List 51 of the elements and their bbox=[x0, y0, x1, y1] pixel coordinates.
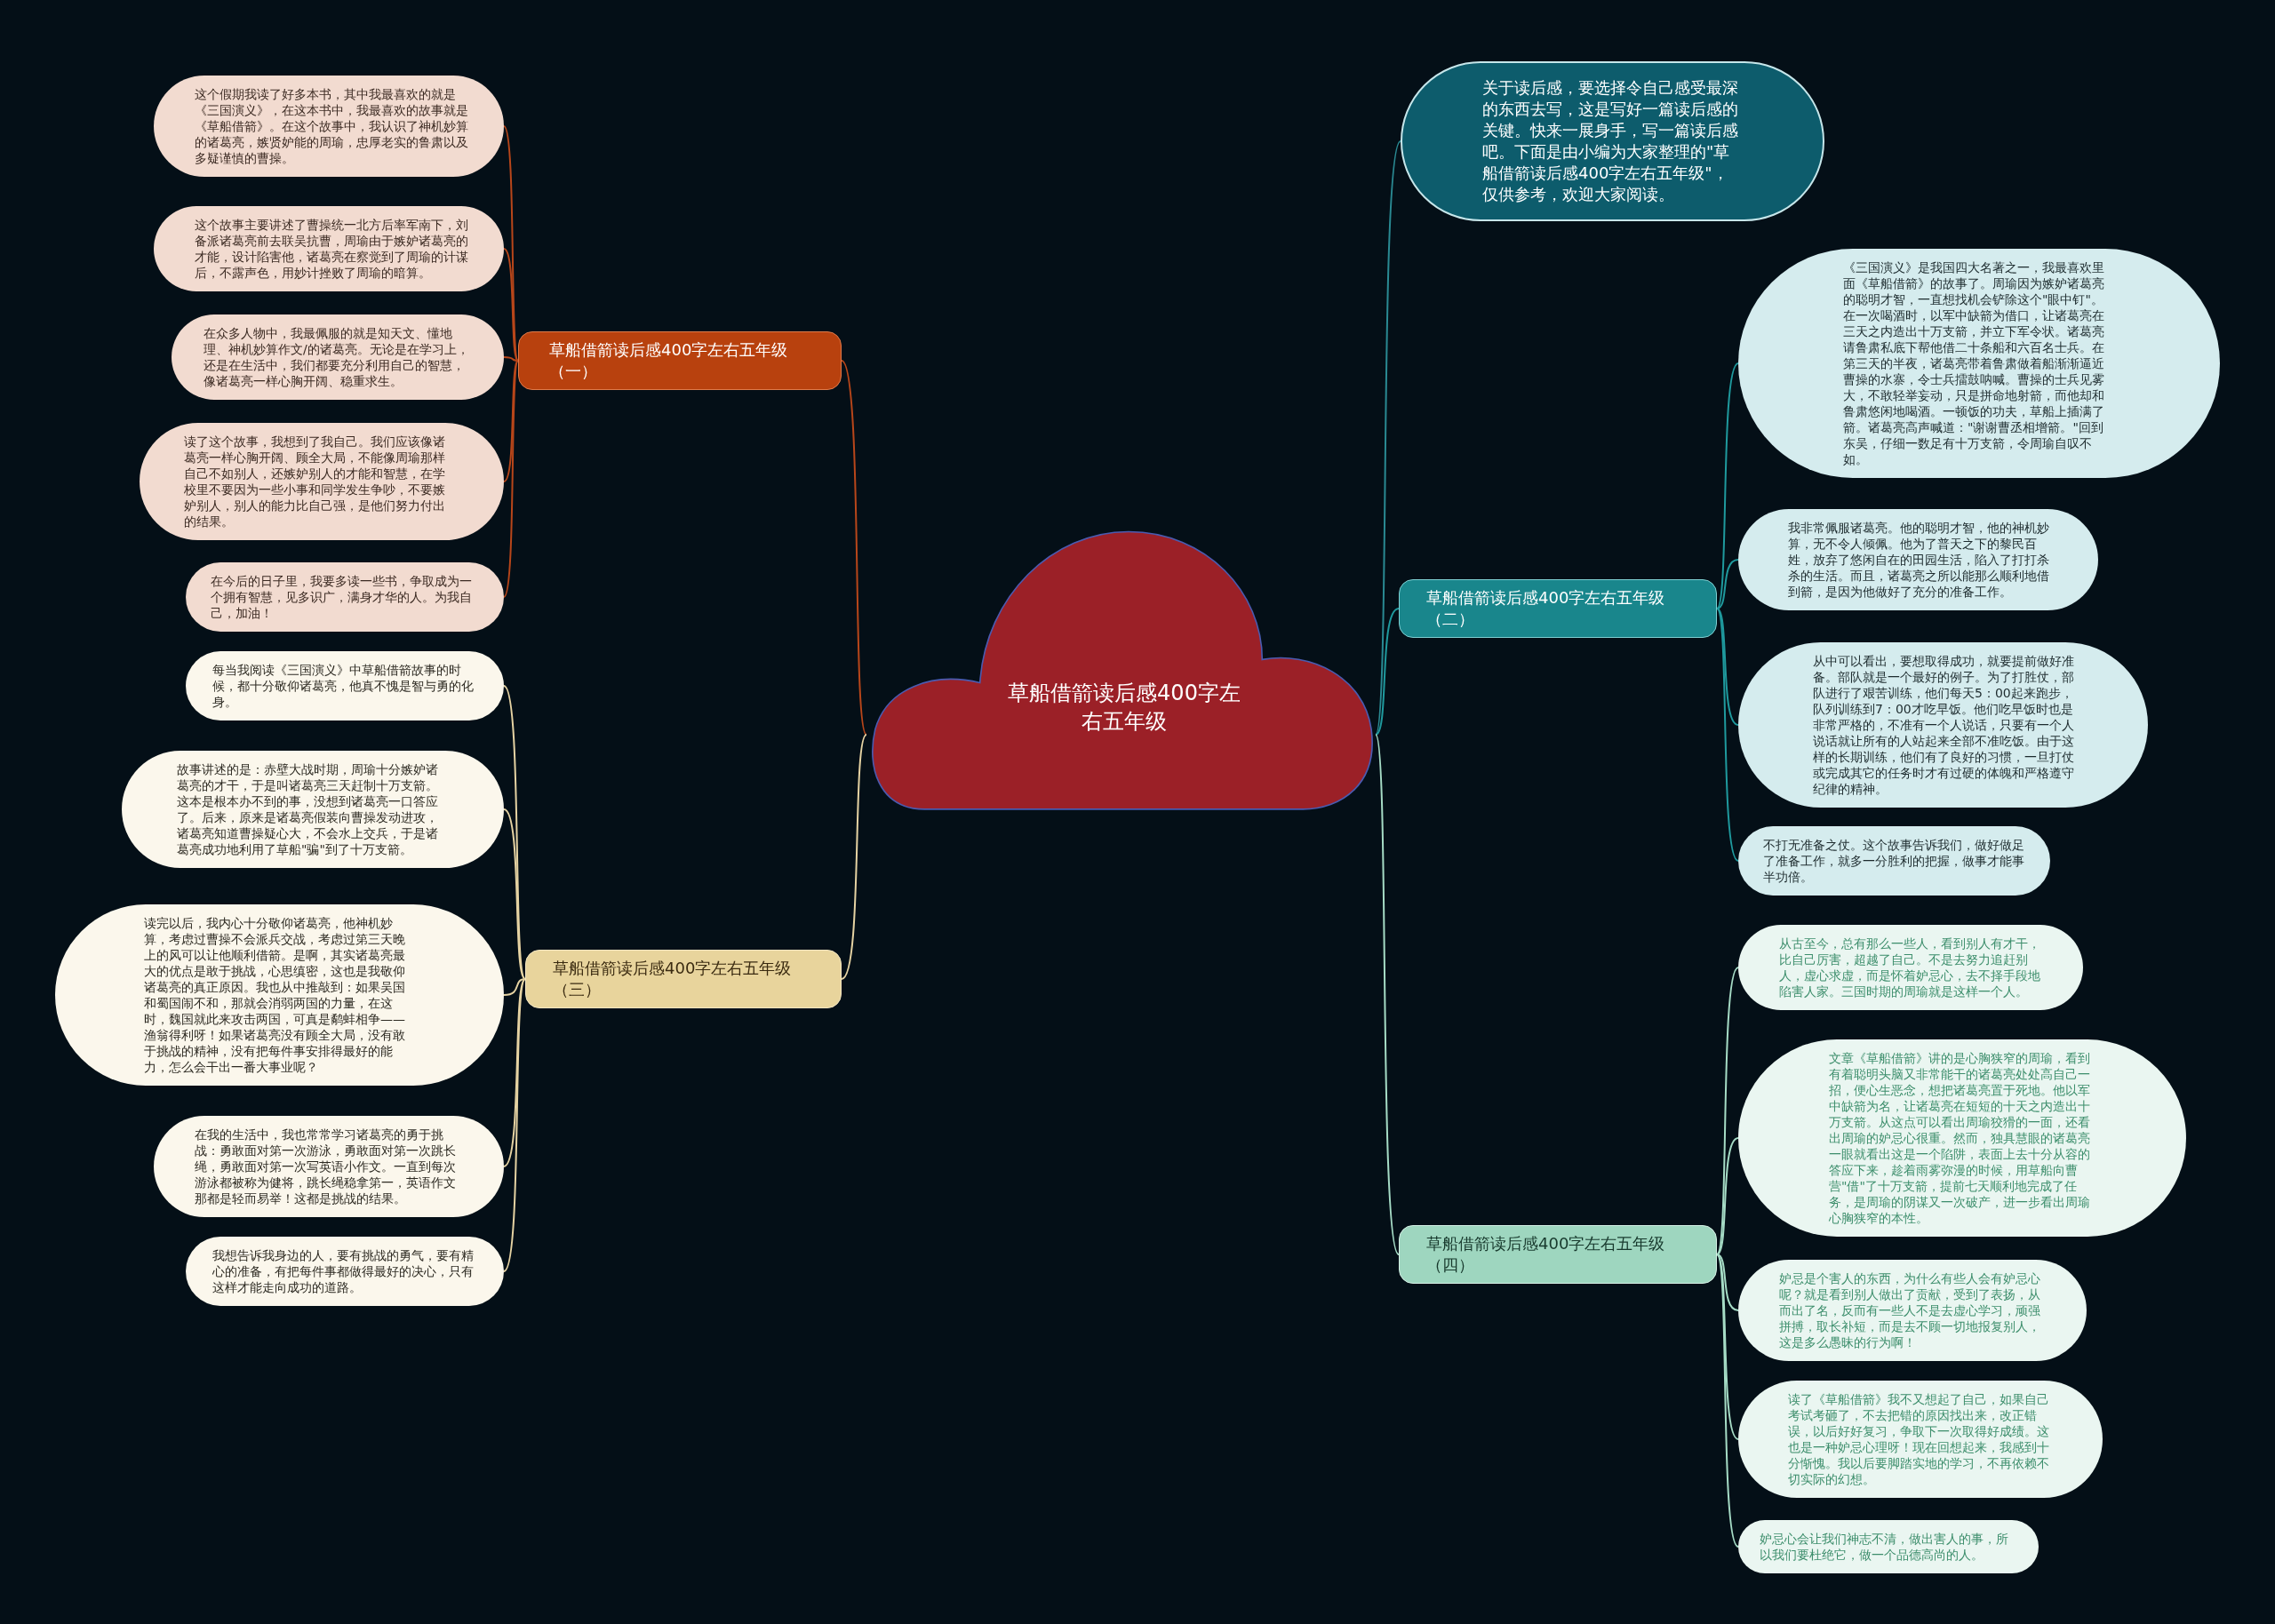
note-text: 我非常佩服诸葛亮。他的聪明才智，他的神机妙算，无不令人倾佩。他为了普天之下的黎民百姓，放弃了悠闲自在的田园生活，陷入了打打杀杀的生活。而且，诸葛亮之所以能那么顺利地借到箭，是因为他做好了充分的准备工作。 bbox=[1788, 520, 2050, 600]
connector-line bbox=[503, 685, 526, 980]
connector-line bbox=[1716, 362, 1739, 609]
connector-line bbox=[841, 733, 867, 980]
note-text: 这个假期我读了好多本书，其中我最喜欢的就是《三国演义》，在这本书中，我最喜欢的故事就是《草船借箭》。在这个故事中，我认识了神机妙算的诸葛亮，嫉贤妒能的周瑜，忠厚老实的鲁肃以及多疑谨慎的曹操。 bbox=[195, 86, 469, 166]
connector-line bbox=[1375, 140, 1401, 736]
connector-line bbox=[503, 978, 526, 996]
branch-title: 草船借箭读后感400字左右五年级（一） bbox=[549, 339, 789, 382]
connector-line bbox=[1716, 608, 1739, 862]
note-text: 在众多人物中，我最佩服的就是知天文、懂地理、神机妙算作文/的诸葛亮。无论是在学习上，还是在生活中，我们都要充分利用自己的智慧，像诸葛亮一样心胸开阔、稳重求生。 bbox=[204, 325, 470, 389]
branch-title: 草船借箭读后感400字左右五年级（二） bbox=[1426, 587, 1666, 630]
note-text: 《三国演义》是我国四大名著之一，我最喜欢里面《草船借箭》的故事了。周瑜因为嫉妒诸葛亮的聪明才智，一直想找机会铲除这个"眼中钉"。在一次喝酒时，以军中缺箭为借口，让诸葛亮在三天之内造出十万支箭，并立下军令状。诸葛亮请鲁肃私底下帮他借二十条船和六百名士兵。在第三天的半夜，诸葛亮带着鲁肃做着船渐渐逼近曹操的水寨，令士兵擂鼓呐喊。曹操的士兵见雾大，不敢轻举妄动，只是拼命地射箭，而他却和鲁肃悠闲地喝酒。一顿饭的功夫，草船上插满了箭。诸葛亮高声喊道："谢谢曹丞相增箭。"回到东吴，仔细一数足有十万支箭，令周瑜自叹不如。 bbox=[1843, 259, 2105, 467]
connector-line bbox=[1375, 733, 1400, 1255]
branch-topic bbox=[518, 331, 842, 390]
connector-line bbox=[1716, 1137, 1739, 1255]
note-text: 关于读后感，要选择令自己感受最深的东西去写，这是写好一篇读后感的关键。快来一展身手，写一篇读后感吧。下面是由小编为大家整理的"草船借箭读后感400字左右五年级"，仅供参考，欢迎大家阅读。 bbox=[1482, 77, 1739, 205]
note-bubble bbox=[1738, 1520, 2039, 1573]
note-text: 故事讲述的是：赤壁大战时期，周瑜十分嫉妒诸葛亮的才干，于是叫诸葛亮三天赶制十万支箭。这本是根本办不到的事，没想到诸葛亮一口答应了。后来，原来是诸葛亮假装向曹操发动进攻，诸葛亮知道曹操疑心大，不会水上交兵，于是诸葛亮成功地利用了草船"骗"到了十万支箭。 bbox=[177, 761, 439, 857]
note-text: 在我的生活中，我也常常学习诸葛亮的勇于挑战：勇敢面对第一次游泳，勇敢面对第一次跳长绳，勇敢面对第一次写英语小作文。一直到每次游泳都被称为健将，跳长绳稳拿第一，英语作文那都是轻而易举！这都是挑战的结果。 bbox=[195, 1126, 457, 1206]
central-topic-text: 草船借箭读后感400字左右五年级 bbox=[1007, 679, 1241, 736]
connector-line bbox=[1716, 1254, 1739, 1311]
connector-line bbox=[503, 978, 526, 1167]
connector-line bbox=[1716, 1254, 1739, 1440]
note-text: 读了《草船借箭》我不又想起了自己，如果自己考试考砸了，不去把错的原因找出来，改正错误，以后好好复习，争取下一次取得好成绩。这也是一种妒忌心理呀！现在回想起来，我感到十分惭愧。我以后要脚踏实地的学习，不再依赖不切实际的幻想。 bbox=[1788, 1391, 2050, 1487]
connector-line bbox=[503, 360, 519, 482]
connector-line bbox=[503, 978, 526, 1272]
note-text: 读完以后，我内心十分敬仰诸葛亮，他神机妙算，考虑过曹操不会派兵交战，考虑过第三天晚上的风可以让他顺利借箭。是啊，其实诸葛亮最大的优点是敢于挑战，心思缜密，这也是我敬仰诸葛亮的真正原因。我也从中推敲到：如果吴国和蜀国闹不和，那就会消弱两国的力量，在这时，魏国就此来攻击两国，可真是鹬蚌相争——渔翁得利呀！如果诸葛亮没有顾全大局，没有敢于挑战的精神，没有把每件事安排得最好的能力，怎么会干出一番大事业呢？ bbox=[144, 915, 406, 1075]
connector-line bbox=[1716, 967, 1739, 1255]
connector-line bbox=[841, 360, 867, 736]
branch-topic bbox=[1399, 579, 1717, 638]
branch-topic bbox=[1399, 1225, 1717, 1284]
note-text: 我想告诉我身边的人，要有挑战的勇气，要有精心的准备，有把每件事都做得最好的决心，只有这样才能走向成功的道路。 bbox=[212, 1247, 475, 1295]
connector-line bbox=[1375, 608, 1400, 736]
connector-line bbox=[1716, 559, 1739, 609]
note-text: 读了这个故事，我想到了我自己。我们应该像诸葛亮一样心胸开阔、顾全大局，不能像周瑜那样自己不如别人，还嫉妒别人的才能和智慧，在学校里不要因为一些小事和同学发生争吵，不要嫉妒别人，别人的能力比自己强，是他们努力付出的结果。 bbox=[184, 434, 446, 529]
branch-title: 草船借箭读后感400字左右五年级（三） bbox=[553, 958, 793, 1000]
branch-topic bbox=[525, 950, 842, 1008]
connector-line bbox=[503, 248, 519, 362]
connector-line bbox=[1716, 1254, 1739, 1548]
note-text: 妒忌是个害人的东西，为什么有些人会有妒忌心呢？就是看到别人做出了贡献，受到了表扬，从而出了名，反而有一些人不是去虚心学习，顽强拼搏，取长补短，而是去不顾一切地报复别人，这是多么愚昧的行为啊！ bbox=[1779, 1270, 2041, 1350]
connector-line bbox=[503, 808, 526, 980]
note-text: 每当我阅读《三国演义》中草船借箭故事的时候，都十分敬仰诸葛亮，他真不愧是智与勇的化身。 bbox=[212, 662, 475, 710]
connector-line bbox=[1716, 608, 1739, 726]
note-text: 从中可以看出，要想取得成功，就要提前做好准备。部队就是一个最好的例子。为了打胜仗，部队进行了艰苦训练，他们每天5：00起来跑步，队列训练到7：00才吃早饭。他们吃早饭时也是非常严格的，不准有一个人说话，只要有一个人说话就让所有的人站起来全部不准吃饭。由于这样的长期训练，他们有了良好的习惯，一旦打仗或完成其它的任务时才有过硬的体魄和严格遵守纪律的精神。 bbox=[1813, 653, 2075, 797]
note-text: 不打无准备之仗。这个故事告诉我们，做好做足了准备工作，就多一分胜利的把握，做事才能事半功倍。 bbox=[1763, 837, 2025, 885]
note-text: 文章《草船借箭》讲的是心胸狭窄的周瑜，看到有着聪明头脑又非常能干的诸葛亮处处高自己一招，便心生恶念，想把诸葛亮置于死地。他以军中缺箭为名，让诸葛亮在短短的十天之内造出十万支箭。从这点可以看出周瑜狡猾的一面，还看出周瑜的妒忌心很重。然而，独具慧眼的诸葛亮一眼就看出这是一个陷阱，表面上去十分从容的答应下来，趁着雨雾弥漫的时候，用草船向曹营"借"了十万支箭，提前七天顺利地完成了任务，是周瑜的阴谋又一次破产，进一步看出周瑜心胸狭窄的本性。 bbox=[1829, 1050, 2091, 1226]
note-text: 从古至今，总有那么一些人，看到别人有才干，比自己厉害，超越了自己。不是去努力追赶别人，虚心求虚，而是怀着妒忌心，去不择手段地陷害人家。三国时期的周瑜就是这样一个人。 bbox=[1779, 935, 2041, 999]
note-text: 在今后的日子里，我要多读一些书，争取成为一个拥有智慧，见多识广，满身才华的人。为我自己，加油！ bbox=[211, 573, 473, 621]
note-text: 这个故事主要讲述了曹操统一北方后率军南下，刘备派诸葛亮前去联吴抗曹，周瑜由于嫉妒诸葛亮的才能，设计陷害他，诸葛亮在察觉到了周瑜的计谋后，不露声色，用妙计挫败了周瑜的暗算。 bbox=[195, 217, 469, 281]
branch-title: 草船借箭读后感400字左右五年级（四） bbox=[1426, 1233, 1666, 1276]
note-text: 妒忌心会让我们神志不清，做出害人的事，所以我们要杜绝它，做一个品德高尚的人。 bbox=[1760, 1531, 2009, 1563]
